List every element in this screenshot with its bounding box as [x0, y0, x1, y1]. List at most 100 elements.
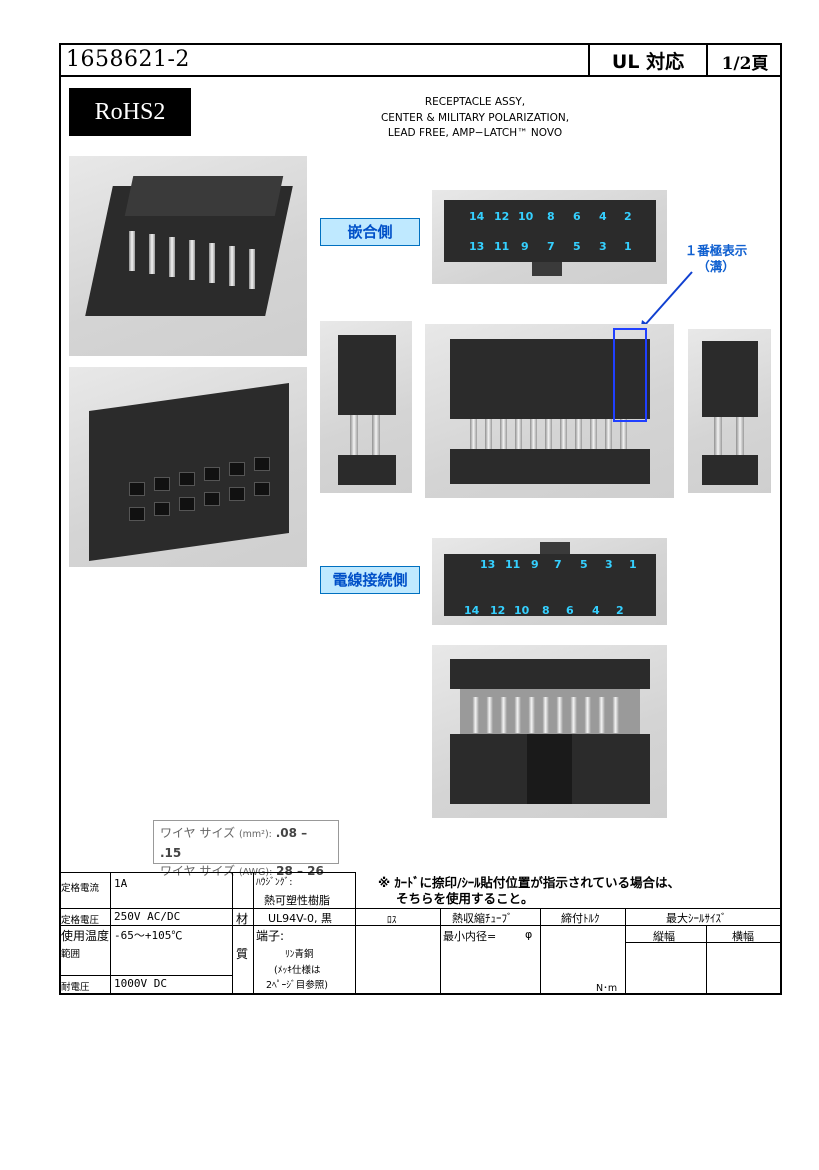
polarization-highlight — [613, 328, 647, 422]
wire-size-awg-value: 28 – 26 — [276, 864, 324, 878]
ul-cell — [588, 43, 708, 77]
seal-height-header: 縦幅 — [653, 930, 675, 943]
polarization-label-line: （溝） — [697, 259, 735, 274]
seal-width-header: 横幅 — [732, 930, 754, 943]
table-line — [625, 908, 626, 994]
pin-number: 5 — [580, 558, 588, 571]
photo-front — [425, 324, 674, 498]
pin-number: 4 — [599, 210, 607, 223]
description-line: RECEPTACLE ASSY, — [424, 96, 526, 108]
seal-header: 最大ｼｰﾙｻｲｽﾞ — [666, 912, 727, 925]
tube-header: 熱収縮ﾁｭｰﾌﾞ — [452, 912, 513, 925]
terminal-value: ﾘﾝ青銅 — [285, 949, 314, 960]
material-label: 材 — [236, 912, 249, 926]
wire-size-unit: (mm²): — [238, 829, 272, 840]
pin-number: 9 — [521, 240, 529, 253]
photo-side-right — [688, 329, 771, 493]
pin-number: 14 — [469, 210, 485, 223]
photo-isometric-mating — [69, 367, 307, 567]
table-line — [59, 908, 782, 909]
rohs-badge: RoHS2 — [69, 88, 191, 136]
pin-number: 11 — [494, 240, 510, 253]
pin-number: 10 — [514, 604, 530, 617]
pin-number: 8 — [542, 604, 550, 617]
terminal-label: 端子: — [256, 929, 285, 943]
temp-label-2: 範囲 — [61, 949, 81, 960]
document-frame — [59, 43, 782, 995]
photo-wire-face: 13 11 9 7 5 3 1 14 12 10 8 6 4 2 — [432, 538, 667, 625]
housing-grade: UL94V-0, 黒 — [268, 912, 333, 925]
pin-number: 1 — [629, 558, 637, 571]
note-text: ※ ｶｰﾄﾞに捺印/ｼｰﾙ貼付位置が指示されている場合は、 そちらを使用すること… — [378, 875, 680, 907]
note-line: そちらを使用すること。 — [396, 891, 534, 906]
table-line — [706, 925, 707, 994]
product-description: RECEPTACLE ASSY, CENTER & MILITARY POLAR… — [360, 95, 590, 142]
temp-value: -65～+105℃ — [114, 929, 183, 942]
photo-side-left — [320, 321, 412, 493]
note-line: ※ ｶｰﾄﾞに捺印/ｼｰﾙ貼付位置が指示されている場合は、 — [378, 875, 680, 890]
photo-rear — [432, 645, 667, 818]
table-line — [59, 975, 232, 976]
housing-value: 熱可塑性樹脂 — [264, 894, 330, 907]
withstand-value: 1000V DC — [114, 977, 167, 990]
pin-number: 8 — [547, 210, 555, 223]
wire-size-label: ワイヤ サイズ — [160, 826, 236, 840]
table-line — [110, 872, 111, 994]
table-line — [440, 908, 441, 994]
pin-number: 5 — [573, 240, 581, 253]
table-line — [253, 872, 254, 994]
part-number: 1658621-2 — [66, 47, 190, 72]
pin-number: 11 — [505, 558, 521, 571]
terminal-note: (ﾒｯｷ仕様は — [274, 965, 321, 976]
pin-number: 13 — [469, 240, 485, 253]
tube-unit: φ — [525, 928, 533, 941]
temp-label: 使用温度 — [61, 929, 110, 943]
housing-label: ﾊｳｼﾞﾝｸﾞ: — [256, 877, 293, 888]
pin-number: 2 — [616, 604, 624, 617]
table-line — [540, 908, 541, 994]
header-row — [59, 43, 782, 77]
ul-label: UL 対応 — [611, 51, 685, 73]
terminal-note-2: 2ﾍﾟｰｼﾞ目参照) — [266, 980, 329, 991]
pin-number: 12 — [494, 210, 510, 223]
pin-number: 7 — [547, 240, 555, 253]
pin-number: 10 — [518, 210, 534, 223]
photo-mating-face: 14 12 10 8 6 4 2 13 11 9 7 5 3 1 — [432, 190, 667, 284]
photo-isometric-top — [69, 156, 307, 356]
pin-number: 14 — [464, 604, 480, 617]
pin-number: 2 — [624, 210, 632, 223]
table-line — [625, 942, 782, 943]
pin-number: 3 — [605, 558, 613, 571]
rated-current-value: 1A — [114, 877, 128, 890]
description-line: LEAD FREE, AMP−LATCH™ NOVO — [387, 127, 563, 139]
pin-number: 1 — [624, 240, 632, 253]
ros-header: ﾛｽ — [387, 915, 397, 926]
pin-number: 4 — [592, 604, 600, 617]
polarization-label-line: １番極表示 — [684, 243, 748, 258]
wire-side-label: 電線接続側 — [320, 566, 420, 594]
table-line — [59, 925, 782, 926]
pin-number: 7 — [554, 558, 562, 571]
page-number: 1/2頁 — [721, 54, 769, 74]
pin-number: 3 — [599, 240, 607, 253]
pin-number: 12 — [490, 604, 506, 617]
pin-number: 6 — [566, 604, 574, 617]
torque-header: 締付ﾄﾙｸ — [561, 912, 600, 925]
table-line — [59, 872, 355, 873]
rated-voltage-label: 定格電圧 — [61, 915, 100, 926]
pin-number: 9 — [531, 558, 539, 571]
wire-size-mm2-value: .08 – .15 — [160, 826, 308, 860]
pin-number: 6 — [573, 210, 581, 223]
tube-min-id-label: 最小内径= — [443, 930, 497, 943]
pin-number: 13 — [480, 558, 496, 571]
wire-size-mm2-row: ワイヤ サイズ (mm²): .08 – .15 — [160, 824, 332, 862]
rated-voltage-value: 250V AC/DC — [114, 910, 181, 923]
wire-size-box: ワイヤ サイズ (mm²): .08 – .15 ワイヤ サイズ (AWG): … — [153, 820, 339, 878]
torque-unit: N･m — [596, 983, 618, 994]
polarization-label: １番極表示 （溝） — [672, 243, 760, 275]
withstand-label: 耐電圧 — [61, 982, 90, 993]
table-line — [232, 872, 233, 994]
mating-side-label: 嵌合側 — [320, 218, 420, 246]
rated-current-label: 定格電流 — [61, 883, 100, 894]
table-line — [355, 872, 356, 994]
